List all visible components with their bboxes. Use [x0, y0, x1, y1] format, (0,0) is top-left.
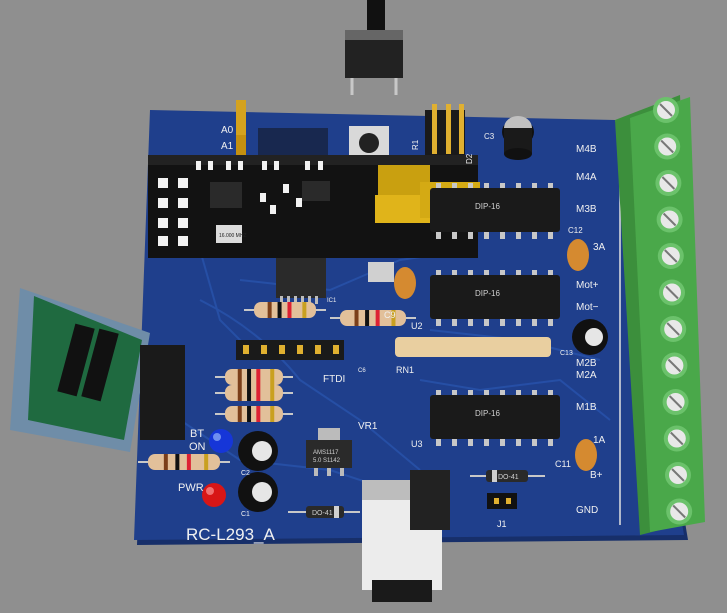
- label-bt: BT: [190, 428, 204, 440]
- label-a0: A0: [221, 125, 234, 136]
- terminal-screw: [657, 243, 684, 269]
- terminal-label: Mot+: [576, 280, 599, 291]
- terminal-screw: [654, 133, 681, 160]
- label-r1: R1: [411, 139, 420, 150]
- terminal-screws: [653, 97, 693, 525]
- terminal-block: [615, 95, 705, 535]
- diodes: [288, 470, 545, 518]
- terminal-screw: [660, 316, 687, 342]
- electrolytic-capacitors: [238, 319, 608, 512]
- terminal-label: M4A: [576, 172, 597, 183]
- dip-label: DIP-16: [475, 202, 500, 211]
- diode-marking-1: DO-41: [312, 510, 333, 517]
- label-c13: C13: [560, 350, 573, 357]
- label-j1: J1: [497, 519, 507, 529]
- dip-16-chip: DIP-16: [430, 183, 560, 239]
- resistor: [330, 310, 416, 326]
- ceramic-capacitors: [394, 239, 597, 471]
- label-d2: D2: [465, 153, 474, 164]
- label-vr1: VR1: [358, 421, 378, 432]
- electrolytic-capacitor-c3: [502, 116, 534, 160]
- resistor-network-rn1: [395, 337, 551, 357]
- crystal: [368, 262, 394, 282]
- pin-header-d2: [425, 104, 465, 160]
- resistors: [138, 302, 416, 470]
- terminal-screw: [653, 97, 679, 123]
- crystal-marking: 16.000 MHZ: [219, 233, 247, 239]
- label-u3: U3: [411, 439, 423, 449]
- tactile-switch: [349, 126, 389, 160]
- dip-label: DIP-16: [475, 289, 500, 298]
- label-c11: C11: [555, 459, 571, 469]
- label-ic1: IC1: [327, 298, 337, 304]
- terminal-screw: [666, 498, 693, 525]
- jumper-j1: [487, 493, 517, 509]
- label-rn1: RN1: [396, 365, 414, 375]
- terminal-screw: [662, 389, 689, 415]
- label-c2: C2: [241, 470, 250, 477]
- tactile-switch-floating: [345, 0, 403, 95]
- diode-marking-2: DO-41: [498, 474, 519, 481]
- label-c1: C1: [241, 511, 250, 518]
- resistor: [215, 385, 293, 401]
- resistor: [215, 406, 293, 422]
- regulator-marking-2: 5.0 S1142: [313, 458, 341, 464]
- dip-16-chip: DIP-16: [430, 390, 560, 446]
- label-c6: C6: [358, 368, 366, 374]
- terminal-screw: [665, 462, 691, 488]
- label-c9: C9: [384, 310, 396, 320]
- resistor: [138, 454, 230, 470]
- label-pwr: PWR: [178, 482, 204, 494]
- terminal-label: M2A: [576, 370, 597, 381]
- label-u2: U2: [411, 321, 423, 331]
- label-ftdi: FTDI: [323, 374, 345, 385]
- dip-16-chip: DIP-16: [430, 270, 560, 326]
- resistor: [215, 369, 293, 385]
- ic1-smd: [276, 258, 326, 304]
- pin-header-a: [236, 100, 328, 158]
- bluetooth-module: [10, 288, 185, 452]
- terminal-label: M2B: [576, 358, 597, 369]
- terminal-label: GND: [576, 505, 598, 516]
- silkscreen-labels: A0 A1 C3 D2 R1 C12 C13 C11 C9 U2 U3 RN1 …: [178, 125, 583, 544]
- terminal-label: 1A: [593, 435, 606, 446]
- led-bt: [209, 429, 233, 453]
- led-pwr: [202, 483, 226, 507]
- terminal-label: M1B: [576, 402, 597, 413]
- terminal-screw: [655, 170, 682, 196]
- regulator-marking-1: AMS1117: [313, 450, 339, 456]
- terminal-label: M3B: [576, 204, 597, 215]
- terminal-label: M4B: [576, 144, 597, 155]
- label-c3: C3: [484, 132, 495, 141]
- terminal-screw: [656, 206, 683, 233]
- label-a1: A1: [221, 141, 234, 152]
- terminal-label: Mot−: [576, 302, 599, 313]
- ftdi-header: [236, 340, 344, 360]
- terminal-label: B+: [590, 470, 603, 481]
- terminal-screw: [661, 352, 688, 379]
- voltage-regulator: [306, 428, 352, 476]
- terminal-screw: [663, 425, 690, 452]
- label-c12: C12: [568, 226, 583, 235]
- dc-barrel-jack: [362, 470, 450, 602]
- resistor: [244, 302, 326, 318]
- terminal-screw: [659, 279, 685, 306]
- board-name: RC-L293_A: [186, 525, 275, 544]
- terminal-label: 3A: [593, 242, 606, 253]
- label-on: ON: [189, 441, 206, 453]
- dip-label: DIP-16: [475, 409, 500, 418]
